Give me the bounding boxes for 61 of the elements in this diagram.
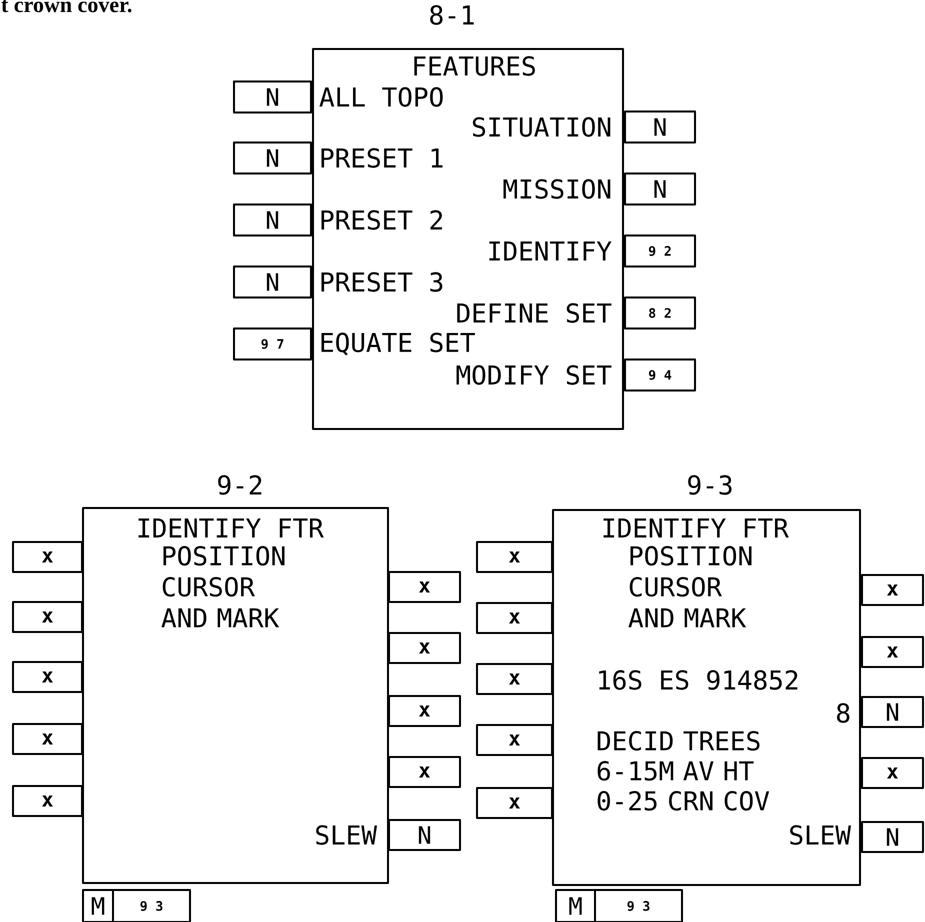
- key-box: x: [861, 574, 924, 606]
- screen-box: [82, 475, 389, 884]
- key-box: x: [12, 601, 83, 633]
- screen-number: 8-1: [430, 5, 474, 25]
- key-box: x: [388, 632, 461, 664]
- menu-text: ALL TOPO: [319, 87, 443, 107]
- key-box: N: [624, 110, 696, 144]
- key-box: N: [233, 266, 312, 298]
- key-box: x: [388, 756, 461, 788]
- screen-box: [312, 5, 624, 430]
- menu-text: POSITION CURSOR AND MARK: [628, 546, 752, 628]
- key-box: N: [388, 819, 461, 851]
- key-box: 9 3: [112, 889, 191, 922]
- screen-box: [552, 475, 861, 886]
- menu-text: SLEW: [790, 825, 851, 845]
- key-box: M: [82, 889, 114, 922]
- menu-text: 16S ES 914852: [599, 670, 798, 690]
- key-box: N: [624, 172, 696, 206]
- menu-text: FEATURES: [414, 56, 535, 76]
- key-box: x: [388, 571, 461, 603]
- menu-text: PRESET 3: [322, 272, 442, 292]
- menu-text: IDENTIFY FTR: [604, 518, 789, 538]
- key-box: 9 3: [594, 889, 683, 922]
- menu-text: IDENTIFY: [489, 242, 612, 260]
- key-box: x: [476, 787, 553, 819]
- feature-description: DECID TREES 6-15M AV HT 0-25 CRN COV: [598, 731, 770, 811]
- key-box: 9 7: [233, 328, 312, 360]
- key-box: x: [12, 785, 83, 817]
- key-box: x: [476, 541, 553, 573]
- menu-text: SLEW: [316, 825, 377, 845]
- key-box: x: [476, 724, 553, 756]
- menu-text: MODIFY SET: [456, 365, 612, 385]
- menu-text: 8: [837, 703, 850, 723]
- page-text: t crown cover.: [1, 0, 132, 12]
- key-box: N: [233, 204, 312, 236]
- menu-text: PRESET 2: [322, 210, 442, 230]
- screen-number: 9-3: [688, 475, 732, 495]
- menu-text: PRESET 1: [322, 148, 442, 168]
- key-box: x: [476, 602, 553, 634]
- key-box: 8 2: [624, 296, 696, 330]
- key-box: N: [861, 821, 924, 853]
- screen-number: 9-2: [218, 475, 262, 495]
- key-box: N: [233, 142, 312, 174]
- key-box: N: [233, 80, 312, 114]
- key-box: x: [12, 723, 83, 755]
- key-box: 9 2: [624, 234, 696, 268]
- key-box: x: [861, 757, 924, 789]
- key-box: x: [12, 661, 83, 693]
- menu-text: DEFINE SET: [457, 303, 612, 323]
- key-box: 9 4: [624, 358, 696, 392]
- key-box: x: [388, 695, 461, 727]
- menu-text: POSITION CURSOR AND MARK: [161, 546, 284, 628]
- key-box: N: [861, 696, 924, 728]
- key-box: x: [476, 663, 553, 695]
- menu-text: MISSION: [504, 179, 610, 199]
- menu-text: IDENTIFY FTR: [138, 518, 324, 538]
- menu-text: SITUATION: [472, 117, 610, 137]
- menu-text: EQUATE SET: [322, 332, 475, 356]
- key-box: M: [555, 889, 596, 922]
- key-box: x: [12, 541, 83, 573]
- key-box: x: [861, 636, 924, 668]
